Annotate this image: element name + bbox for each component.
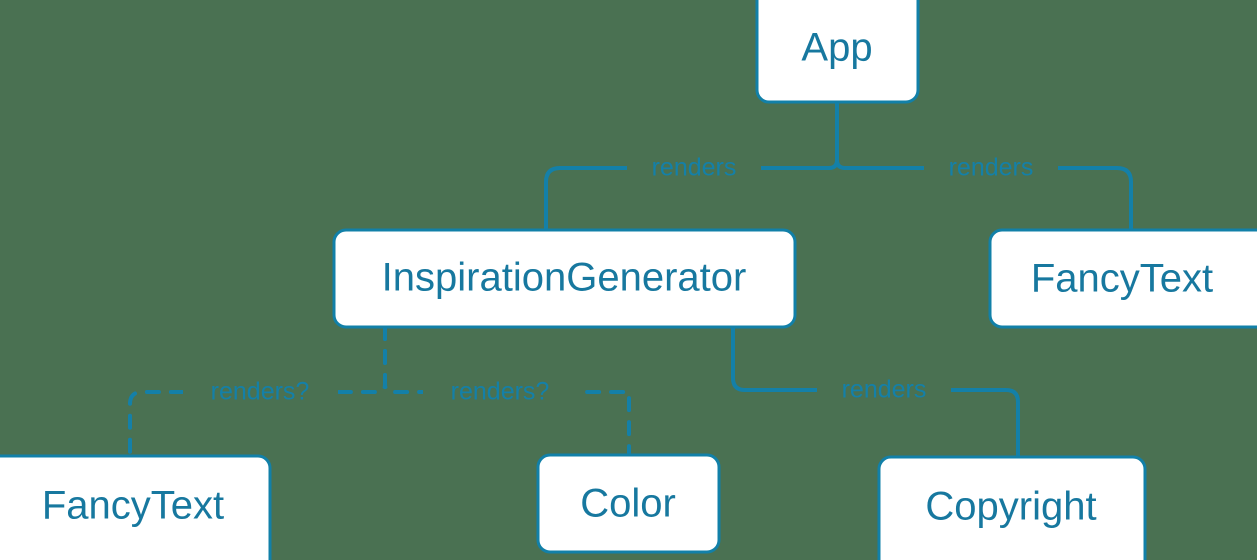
edge-inspiration-generator-to-copyright: renders xyxy=(731,325,1020,459)
edge-label-renders-optional: renders? xyxy=(211,378,310,406)
node-inspiration-generator[interactable]: InspirationGenerator xyxy=(332,228,797,329)
node-label-app: App xyxy=(801,26,872,70)
edge-label-renders: renders xyxy=(842,376,927,404)
edge-inspiration-generator-to-color: renders? xyxy=(383,325,631,457)
edge-label-backdrop xyxy=(924,154,1058,182)
node-label-color: Color xyxy=(580,482,676,526)
edge-app-to-fancytext-top: renders xyxy=(835,100,1133,232)
node-box[interactable] xyxy=(536,453,721,554)
node-label-fancytext: FancyText xyxy=(42,484,224,528)
edge-label-backdrop xyxy=(627,154,761,182)
node-fancytext-bottom[interactable]: FancyText xyxy=(0,454,272,560)
node-box[interactable] xyxy=(877,455,1147,560)
node-fancytext-top[interactable]: FancyText xyxy=(988,228,1257,329)
node-color[interactable]: Color xyxy=(536,453,721,554)
node-box[interactable] xyxy=(755,0,920,104)
edge-label-backdrop xyxy=(817,376,951,404)
node-copyright[interactable]: Copyright xyxy=(877,455,1147,560)
edge-label-renders-optional: renders? xyxy=(451,378,550,406)
edges-layer: renders renders renders? renders? xyxy=(128,100,1133,459)
node-app[interactable]: App xyxy=(755,0,920,104)
node-label-copyright: Copyright xyxy=(925,485,1096,529)
edge-inspiration-generator-to-fancytext-bottom: renders? xyxy=(128,325,387,458)
node-box[interactable] xyxy=(988,228,1257,329)
node-box[interactable] xyxy=(332,228,797,329)
node-label-fancytext: FancyText xyxy=(1031,257,1213,301)
node-label-inspiration-generator: InspirationGenerator xyxy=(382,256,747,300)
node-box[interactable] xyxy=(0,454,272,560)
edge-app-to-inspiration-generator: renders xyxy=(544,100,839,232)
edge-path xyxy=(383,325,631,457)
edge-label-renders: renders xyxy=(652,154,737,182)
edge-label-renders: renders xyxy=(949,154,1034,182)
edge-label-backdrop xyxy=(183,377,338,407)
edge-label-backdrop xyxy=(423,377,578,407)
